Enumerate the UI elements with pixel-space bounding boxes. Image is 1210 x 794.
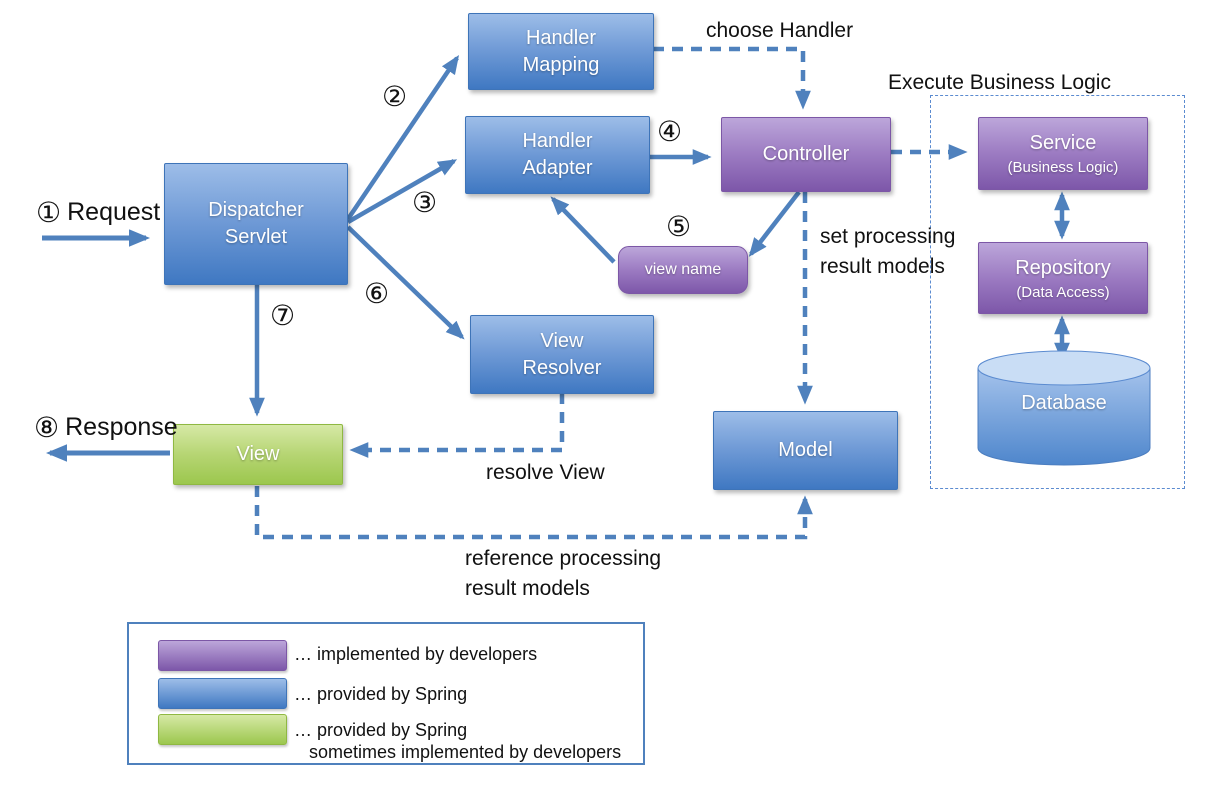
arrow-dispatcher-to-handler-mapping	[346, 55, 460, 221]
view-resolver-box: View Resolver	[470, 315, 654, 394]
legend-text-sometimes: sometimes implemented by developers	[309, 742, 622, 762]
step-1-badge: ①	[36, 197, 62, 228]
execute-business-logic-label: Execute Business Logic	[888, 71, 1111, 94]
dashed-handler-mapping-to-controller	[653, 46, 811, 110]
service-sublabel: (Business Logic)	[1007, 159, 1119, 176]
database-label: Database	[1021, 392, 1107, 414]
legend: … implemented by developers … provided b…	[127, 622, 645, 765]
handler-mapping-box: Handler Mapping	[468, 13, 654, 90]
reference-processing-label: reference processing result models	[465, 547, 662, 600]
legend-swatch-blue	[158, 678, 287, 709]
response-text: Response	[65, 413, 178, 441]
repository-sublabel: (Data Access)	[1016, 283, 1110, 301]
resolve-view-label: resolve View	[486, 461, 605, 484]
arrow-view-name-to-handler-adapter	[550, 196, 616, 264]
set-processing-label: set processing result models	[820, 225, 956, 278]
dispatcher-servlet-box: Dispatcher Servlet	[164, 163, 348, 285]
legend-swatch-purple	[158, 640, 287, 671]
step-2-badge: ②	[382, 81, 408, 112]
arrow-dispatcher-to-view-resolver	[346, 225, 465, 340]
legend-swatch-green	[158, 714, 287, 745]
legend-text-provided: … provided by Spring	[294, 684, 468, 704]
model-box: Model	[713, 411, 898, 490]
repository-box: Repository (Data Access)	[978, 242, 1148, 314]
view-box: View	[173, 424, 343, 485]
step-6-badge: ⑥	[364, 278, 390, 309]
step-4-badge: ④	[657, 116, 683, 147]
controller-box: Controller	[721, 117, 891, 192]
legend-text-implemented: … implemented by developers	[294, 644, 538, 664]
dashed-view-to-model	[254, 486, 813, 540]
legend-text-provided-green: … provided by Spring	[294, 720, 468, 740]
database-cylinder	[977, 350, 1151, 466]
step-5-badge: ⑤	[666, 211, 692, 242]
request-text: Request	[67, 198, 161, 226]
dashed-view-resolver-to-view	[349, 393, 565, 458]
view-name-box: view name	[618, 246, 748, 294]
handler-adapter-box: Handler Adapter	[465, 116, 650, 194]
step-8-badge: ⑧	[34, 412, 60, 443]
step-7-badge: ⑦	[270, 300, 296, 331]
arrow-dispatcher-to-handler-adapter	[346, 159, 458, 224]
service-label: Service	[1029, 132, 1097, 154]
repository-label: Repository	[1015, 256, 1111, 279]
service-box: Service (Business Logic)	[978, 117, 1148, 190]
step-3-badge: ③	[412, 187, 438, 218]
arrow-controller-to-view-name	[748, 190, 801, 257]
choose-handler-label: choose Handler	[706, 19, 854, 42]
execute-business-logic-region	[930, 95, 1185, 489]
response-label: ⑧ Response	[34, 411, 178, 444]
request-label: ① Request	[36, 196, 160, 229]
